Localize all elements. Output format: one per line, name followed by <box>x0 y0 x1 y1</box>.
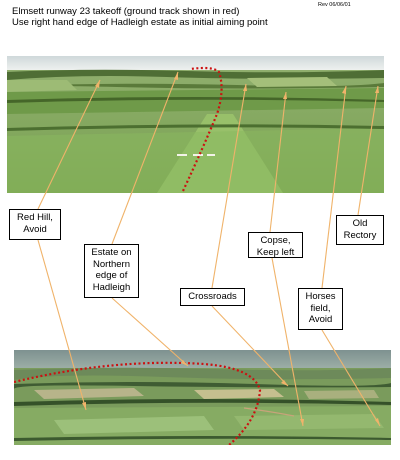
title-line-1: Elmsett runway 23 takeoff (ground track … <box>12 6 240 17</box>
callout-crossroads: Crossroads <box>180 288 245 306</box>
top-ground-track <box>182 66 223 192</box>
top-aerial-photo <box>7 56 384 193</box>
callout-old-rectory: Old Rectory <box>336 215 384 245</box>
callout-red-hill: Red Hill, Avoid <box>9 209 61 240</box>
revision-label: Rev 06/06/01 <box>318 2 351 8</box>
callout-horses-field: Horses field, Avoid <box>298 288 343 330</box>
callout-copse: Copse, Keep left <box>248 232 303 258</box>
title-line-2: Use right hand edge of Hadleigh estate a… <box>12 17 268 28</box>
bottom-aerial-photo <box>14 350 391 445</box>
callout-hadleigh-estate: Estate on Northern edge of Hadleigh <box>84 244 139 298</box>
